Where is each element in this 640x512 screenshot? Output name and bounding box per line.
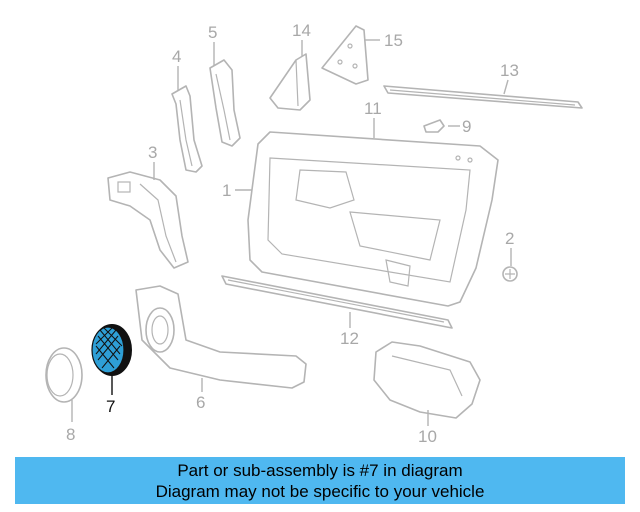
part-9-clip[interactable] (423, 119, 445, 133)
callout-5: 5 (208, 23, 217, 42)
callout-12: 12 (340, 329, 359, 348)
callout-13: 13 (500, 61, 519, 80)
part-4-grip[interactable] (171, 85, 203, 173)
callout-14: 14 (292, 21, 311, 40)
part-14-mirror-cover[interactable] (269, 53, 311, 111)
callout-8: 8 (66, 425, 75, 444)
part-7-speaker-grille-highlighted[interactable] (91, 324, 132, 376)
callout-11: 11 (364, 99, 382, 118)
callout-4: 4 (172, 47, 181, 66)
info-banner: Part or sub-assembly is #7 in diagram Di… (15, 457, 625, 504)
callout-9: 9 (462, 117, 471, 136)
callout-10: 10 (418, 427, 437, 446)
callout-15: 15 (384, 31, 403, 50)
callout-3: 3 (148, 143, 157, 162)
part-3-switch-bracket[interactable] (107, 171, 189, 269)
callout-7: 7 (106, 397, 115, 416)
part-10-inner-bracket[interactable] (373, 341, 481, 419)
banner-line-1: Part or sub-assembly is #7 in diagram (177, 460, 463, 480)
part-6-speaker-housing[interactable] (135, 285, 307, 389)
banner-line-2: Diagram may not be specific to your vehi… (155, 481, 485, 501)
part-8-speaker-grille[interactable] (45, 347, 83, 403)
part-11-door-trim-panel[interactable] (247, 131, 499, 307)
part-15-triangle-bracket[interactable] (321, 25, 369, 85)
callout-1: 1 (222, 181, 231, 200)
part-13-weatherstrip[interactable] (383, 85, 583, 109)
part-12-lower-strip[interactable] (221, 275, 453, 329)
callout-2: 2 (505, 229, 514, 248)
callout-6: 6 (196, 393, 205, 412)
part-5-pull-handle[interactable] (209, 59, 241, 147)
parts-diagram: 1 2 3 4 5 6 7 8 9 10 11 12 13 14 15 (45, 21, 583, 446)
part-2-fastener[interactable] (502, 266, 518, 282)
